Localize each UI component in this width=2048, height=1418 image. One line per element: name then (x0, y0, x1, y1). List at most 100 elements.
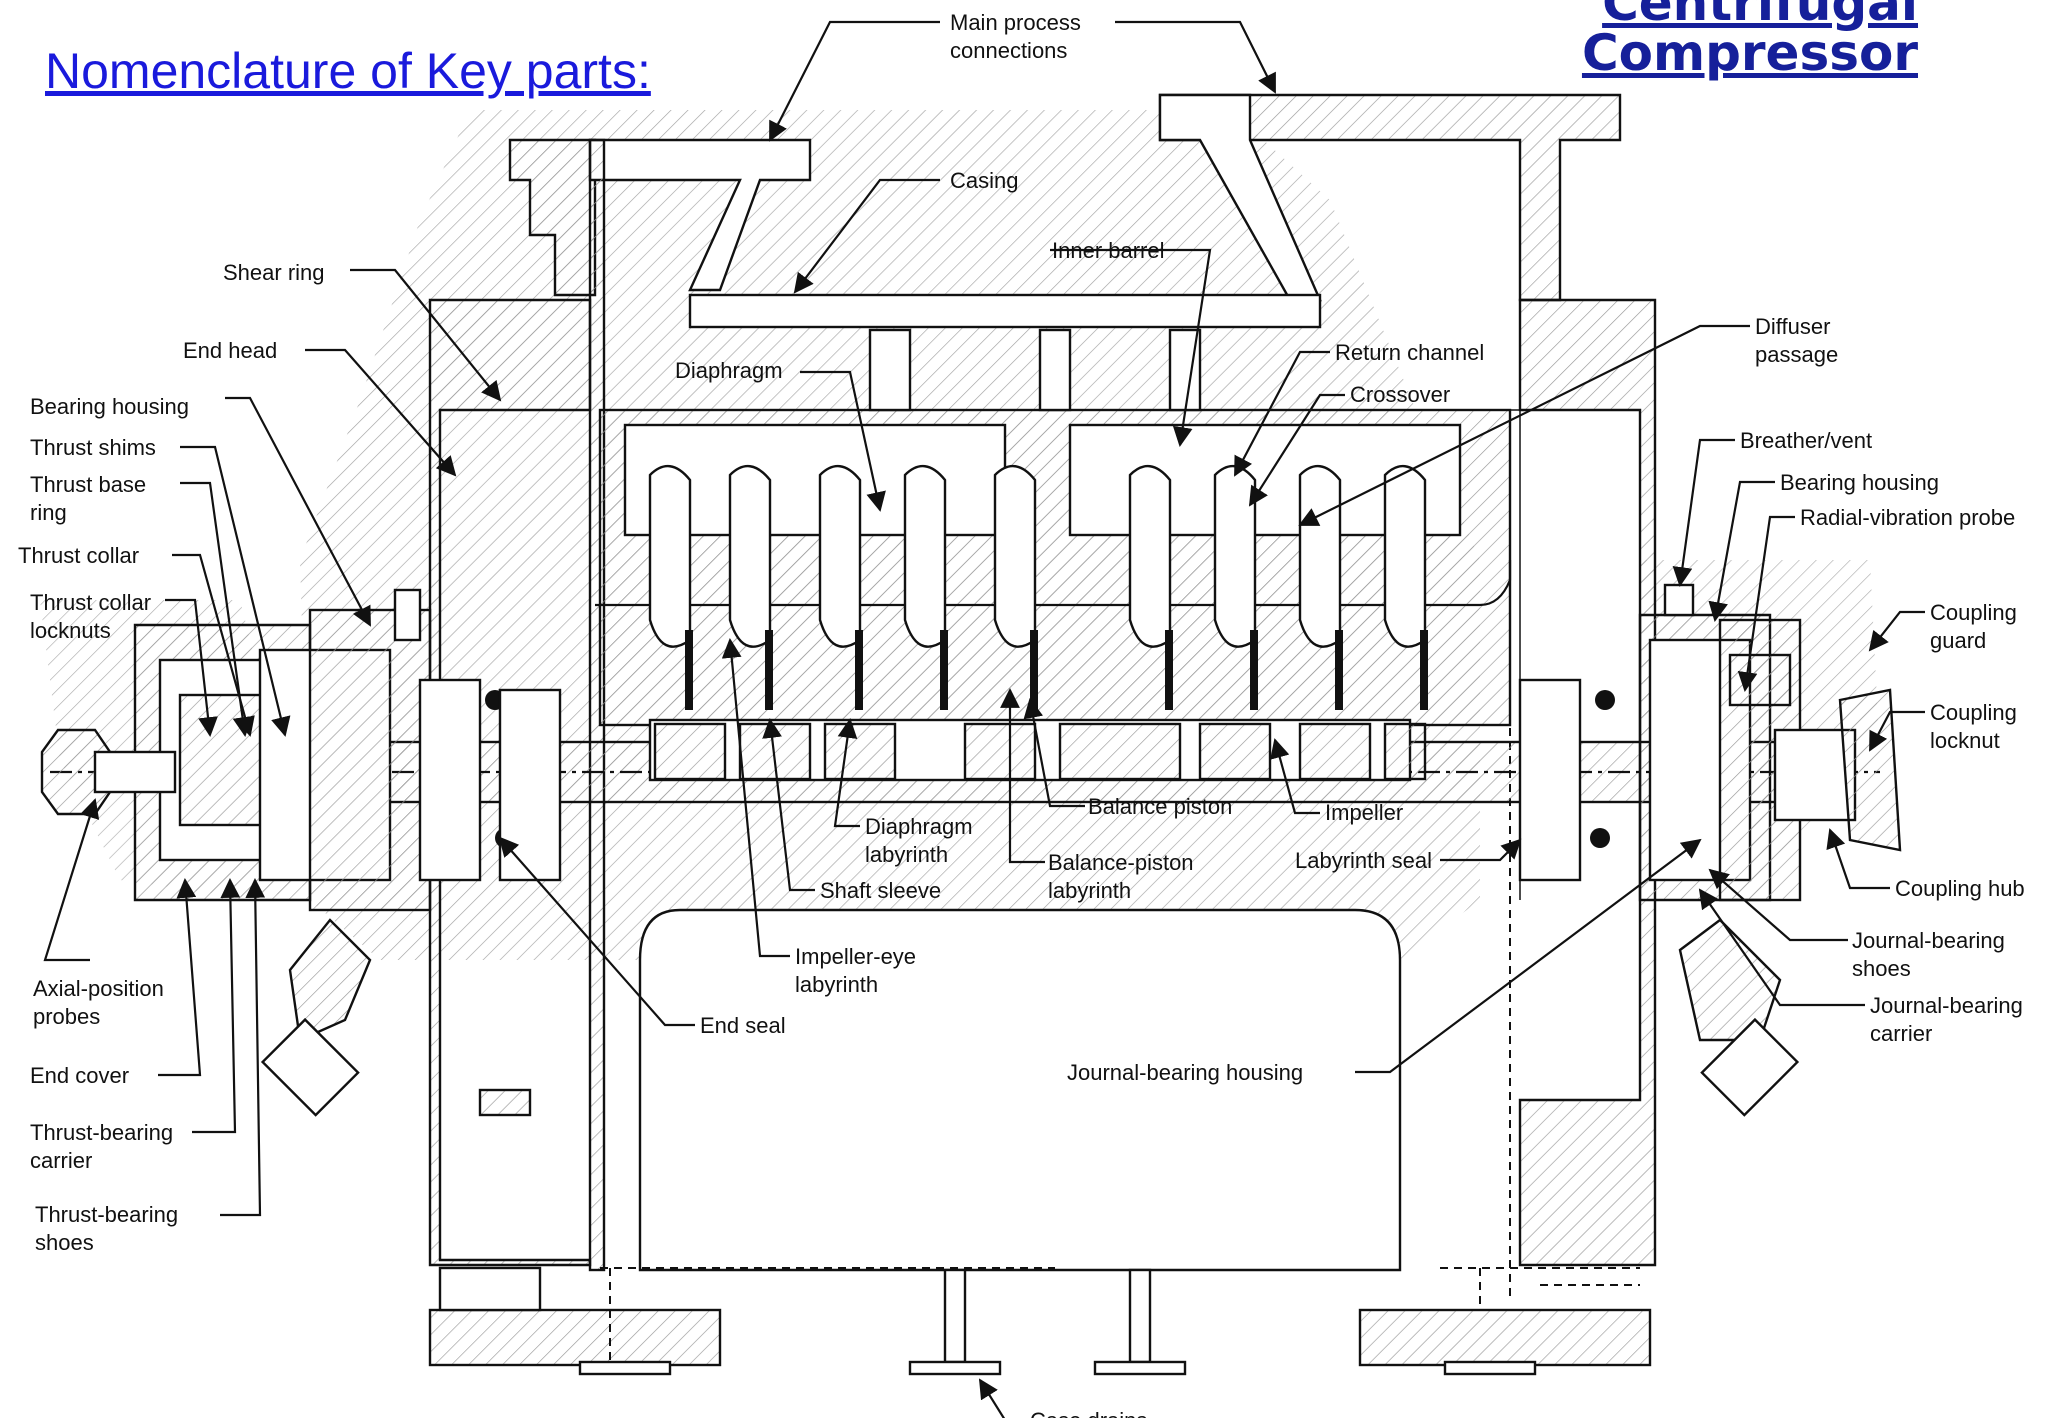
leader-line (1234, 350, 1330, 477)
label-line: Bearing housing (1780, 470, 1939, 495)
title-line-1: Centrifugal (1602, 0, 1918, 32)
label-coupling-hub: Coupling hub (1895, 876, 2025, 901)
impeller-blade (765, 630, 773, 710)
label-shaft-sleeve: Shaft sleeve (820, 878, 941, 903)
sleeve-segment (653, 722, 727, 781)
label-line: Balance-piston (1048, 850, 1194, 875)
label-casing: Casing (950, 168, 1018, 193)
impeller-blade (1165, 630, 1173, 710)
label-journal-bearing-shoes: Journal-bearing shoes (1852, 928, 2005, 981)
impeller-blade (855, 630, 863, 710)
label-return-channel: Return channel (1335, 340, 1484, 365)
label-line: Journal-bearing (1852, 928, 2005, 953)
leader-line (220, 878, 266, 1217)
label-line: Radial-vibration probe (1800, 505, 2015, 530)
label-line: Bearing housing (30, 394, 189, 419)
leader-line (1248, 393, 1345, 507)
leader-line (1023, 698, 1085, 808)
label-line: Coupling (1930, 700, 2017, 725)
leader-line (1708, 480, 1775, 622)
label-line: Journal-bearing housing (1067, 1060, 1303, 1085)
label-line: Thrust collar (30, 590, 151, 615)
label-line: ring (30, 500, 67, 525)
leader-line (978, 1378, 1006, 1418)
label-line: Coupling hub (1895, 876, 2025, 901)
label-case-drains: Case drains (1030, 1408, 1147, 1418)
label-journal-bearing-housing: Journal-bearing housing (1067, 1060, 1303, 1085)
left-bearing-assembly (40, 588, 562, 1117)
label-thrust-collar: Thrust collar (18, 543, 139, 568)
label-line: labyrinth (1048, 878, 1131, 903)
label-bearing-housing-left: Bearing housing (30, 394, 189, 419)
label-line: Return channel (1335, 340, 1484, 365)
leader-line (793, 178, 940, 294)
nomenclature-heading: Nomenclature of Key parts: (45, 43, 651, 99)
leader-line (225, 396, 371, 627)
label-line: Thrust collar (18, 543, 139, 568)
label-line: shoes (1852, 956, 1911, 981)
leader-line (800, 370, 886, 512)
right-bearing-assembly (1518, 583, 1902, 1117)
label-line: Thrust shims (30, 435, 156, 460)
leader-line (1440, 838, 1522, 862)
sleeve-segment (1058, 722, 1182, 781)
impeller-stage (1298, 465, 1342, 648)
label-crossover: Crossover (1350, 382, 1450, 407)
label-balance-piston-labyrinth: Balance-piston labyrinth (1048, 850, 1194, 903)
sleeve-segment (823, 722, 897, 781)
leader-line (172, 553, 255, 737)
label-line: Impeller (1325, 800, 1403, 825)
label-line: Main process (950, 10, 1081, 35)
label-line: labyrinth (795, 972, 878, 997)
impeller-blade (1420, 630, 1428, 710)
label-balance-piston: Balance piston (1088, 794, 1232, 819)
label-line: Thrust base (30, 472, 146, 497)
label-line: Diaphragm (865, 814, 973, 839)
sleeve-segment (1198, 722, 1272, 781)
label-line: Shear ring (223, 260, 325, 285)
title-line-2: Compressor (1581, 24, 1918, 82)
impeller-stage (1128, 465, 1172, 648)
leader-line (305, 348, 457, 477)
leader-line (1270, 738, 1320, 815)
sleeve-segment (1298, 722, 1372, 781)
leader-line (1298, 324, 1750, 526)
leader-line (192, 878, 241, 1134)
label-radial-vibration-probe: Radial-vibration probe (1800, 505, 2015, 530)
label-labyrinth-seal: Labyrinth seal (1295, 848, 1432, 873)
leader-line (1869, 710, 1925, 752)
leader-line (1672, 438, 1735, 587)
leader-line (180, 481, 253, 737)
label-bearing-housing-right: Bearing housing (1780, 470, 1939, 495)
leader-line (1000, 688, 1045, 864)
label-line: connections (950, 38, 1067, 63)
label-line: Breather/vent (1740, 428, 1872, 453)
label-line: locknuts (30, 618, 111, 643)
label-line: guard (1930, 628, 1986, 653)
label-line: Case drains (1030, 1408, 1147, 1418)
shaft-sleeves (653, 722, 1427, 781)
impeller-blade (1335, 630, 1343, 710)
label-line: probes (33, 1004, 100, 1029)
leader-line (1355, 838, 1702, 1074)
label-diaphragm: Diaphragm (675, 358, 783, 383)
label-end-cover: End cover (30, 1063, 129, 1088)
leader-line (158, 878, 202, 1077)
title-block: Centrifugal Compressor (1582, 0, 1918, 78)
impeller-stages (648, 465, 1428, 710)
label-line: Impeller-eye (795, 944, 916, 969)
impeller-stage (728, 465, 772, 648)
leader-line (1708, 868, 1848, 942)
impeller-stage (648, 465, 692, 648)
label-line: Journal-bearing (1870, 993, 2023, 1018)
label-line: Thrust-bearing (30, 1120, 173, 1145)
label-breather-vent: Breather/vent (1740, 428, 1872, 453)
label-end-head: End head (183, 338, 277, 363)
leader-line (1868, 610, 1925, 652)
